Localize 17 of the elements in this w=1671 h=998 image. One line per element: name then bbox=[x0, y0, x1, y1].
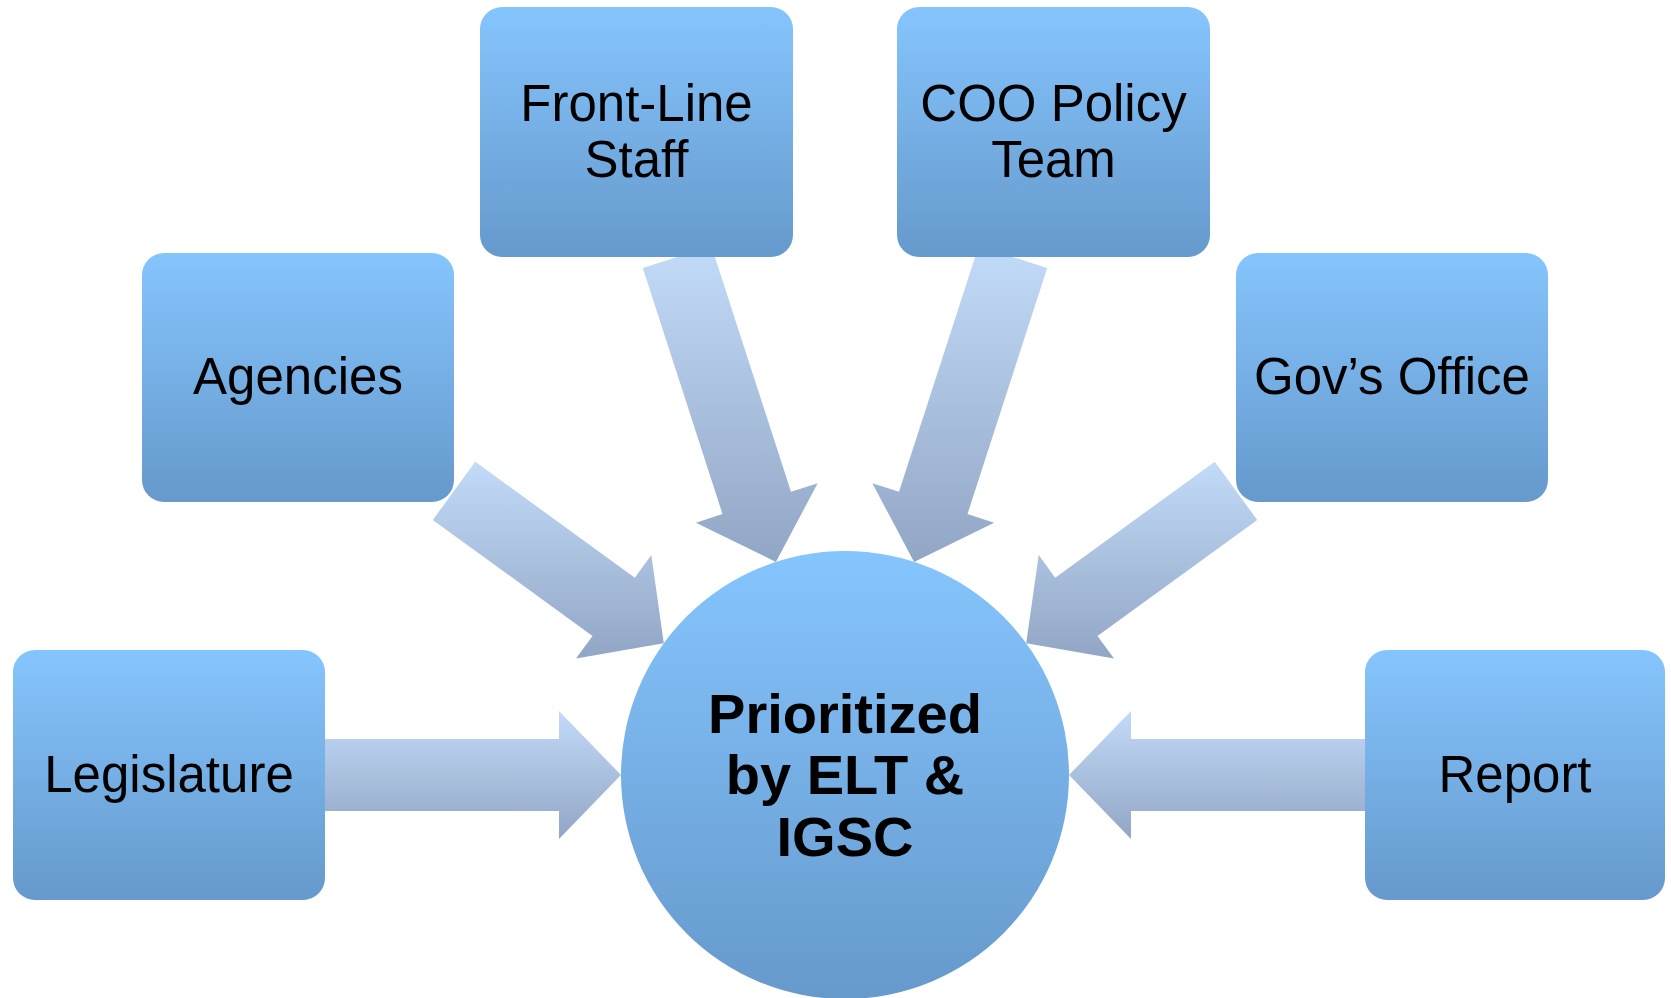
source-box bbox=[1365, 650, 1665, 900]
source-box bbox=[480, 7, 793, 257]
source-box bbox=[142, 253, 454, 502]
source-box bbox=[897, 7, 1210, 257]
source-box bbox=[1236, 253, 1548, 502]
block-arrow bbox=[325, 711, 621, 839]
block-arrow bbox=[1069, 711, 1365, 839]
node-label: COO Policy Team bbox=[919, 75, 1188, 189]
node-label: Prioritized by ELT & IGSC bbox=[707, 682, 983, 868]
node-label: Legislature bbox=[44, 746, 294, 804]
block-arrow bbox=[432, 461, 664, 659]
node-label: Gov’s Office bbox=[1254, 349, 1530, 406]
node-label: Report bbox=[1438, 746, 1592, 804]
node-label: Agencies bbox=[193, 349, 403, 406]
node-label: Front-Line Staff bbox=[519, 75, 754, 189]
block-arrow bbox=[1026, 461, 1258, 659]
source-box bbox=[13, 650, 325, 900]
